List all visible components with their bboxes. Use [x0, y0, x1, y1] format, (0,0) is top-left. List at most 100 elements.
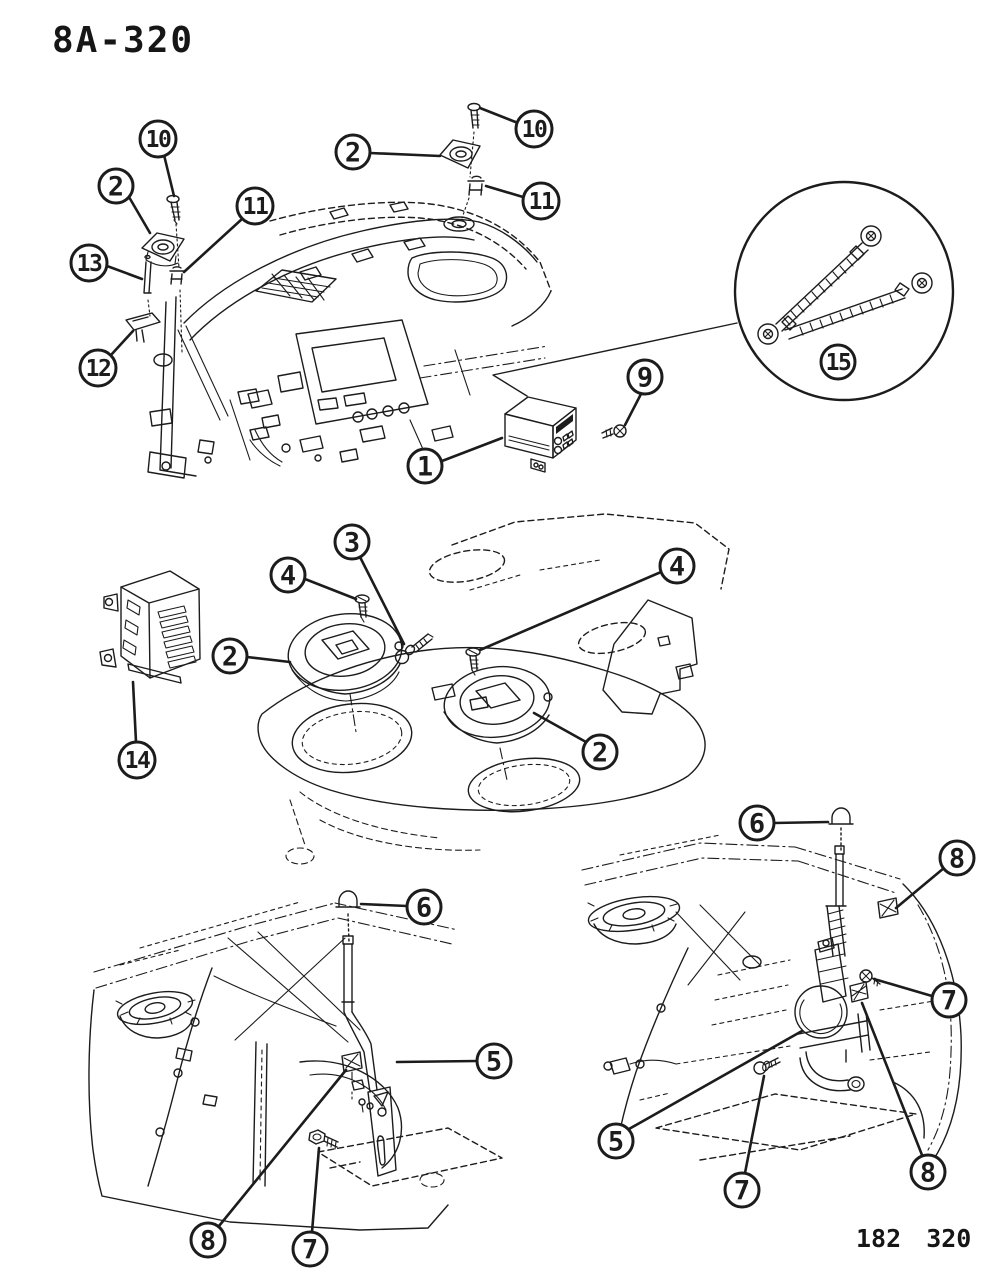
callout-bubble[interactable] — [334, 133, 372, 171]
callout-bubble[interactable] — [78, 348, 118, 388]
callout-bubble[interactable] — [738, 804, 776, 842]
callout-5[interactable]: 5 — [597, 1029, 804, 1160]
callout-15[interactable]: 15 — [819, 343, 857, 381]
rear-shelf-panel — [257, 646, 706, 811]
rear-shelf-drawing — [99, 513, 730, 865]
callout-bubble[interactable] — [291, 1230, 329, 1268]
callout-3[interactable]: 3 — [333, 523, 406, 646]
antenna-cable-connector — [603, 1045, 791, 1075]
antenna-cap — [828, 807, 854, 825]
callout-bubble[interactable] — [658, 547, 696, 585]
callout-5[interactable]: 5 — [395, 1042, 513, 1080]
antenna-cable-clip — [341, 1051, 363, 1081]
rear-speaker-left — [287, 612, 404, 702]
callout-10[interactable]: 10 — [138, 119, 178, 198]
callout-9[interactable]: 9 — [623, 358, 664, 427]
callout-bubble[interactable] — [521, 181, 561, 221]
callout-12[interactable]: 12 — [78, 329, 135, 388]
figure-code: 8A-320 — [52, 20, 195, 61]
callout-11[interactable]: 11 — [484, 181, 561, 221]
callout-4[interactable]: 4 — [269, 556, 358, 601]
callout-2[interactable]: 2 — [211, 637, 292, 675]
callout-bubble[interactable] — [475, 1042, 513, 1080]
callout-bubble[interactable] — [117, 740, 157, 780]
tweeter-speaker-center — [439, 139, 481, 169]
callout-8[interactable]: 8 — [189, 1068, 348, 1259]
callout-number: 9 — [637, 363, 653, 394]
callout-10[interactable]: 10 — [478, 106, 554, 149]
detail-view-leader — [492, 322, 738, 397]
callout-7[interactable]: 7 — [723, 1074, 766, 1209]
callout-2[interactable]: 2 — [532, 711, 619, 771]
bracket-screw — [308, 1129, 339, 1150]
callout-leader — [109, 329, 135, 357]
callout-bubble[interactable] — [333, 523, 371, 561]
callout-13[interactable]: 13 — [69, 243, 144, 283]
callout-bubble[interactable] — [138, 119, 178, 159]
callout-number: 5 — [608, 1127, 624, 1158]
callout-bubble[interactable] — [211, 637, 249, 675]
callout-bubble[interactable] — [269, 556, 307, 594]
callout-11[interactable]: 11 — [182, 186, 275, 274]
callout-leader — [359, 902, 409, 908]
cable-clip-lower — [849, 981, 869, 1003]
retainer-clip-center — [467, 175, 485, 196]
callout-leader — [627, 1029, 804, 1131]
callout-bubble[interactable] — [235, 186, 275, 226]
callout-leader — [105, 264, 144, 281]
callout-number: 8 — [949, 844, 965, 875]
callout-number: 7 — [302, 1235, 318, 1266]
callout-6[interactable]: 6 — [359, 888, 443, 926]
callout-leader — [395, 1059, 479, 1064]
callout-bubble[interactable] — [723, 1171, 761, 1209]
tweeter-speaker-left — [141, 232, 185, 267]
callout-leader — [303, 577, 358, 601]
callout-bubble[interactable] — [581, 733, 619, 771]
callout-number: 6 — [416, 893, 432, 924]
speaker-screw-right — [465, 647, 481, 676]
callout-bubble[interactable] — [97, 167, 135, 205]
callout-number: 7 — [734, 1176, 750, 1207]
callout-bubble[interactable] — [819, 343, 857, 381]
callout-bubble[interactable] — [69, 243, 109, 283]
callout-leader — [358, 555, 406, 646]
detail-view-circle — [733, 180, 955, 402]
callout-number: 10 — [522, 117, 547, 143]
radio-unit — [504, 396, 577, 473]
callout-1[interactable]: 1 — [406, 436, 504, 485]
antenna-base-bracket — [367, 1086, 397, 1177]
callout-2[interactable]: 2 — [334, 133, 442, 171]
callout-7[interactable]: 7 — [872, 977, 968, 1019]
callout-bubble[interactable] — [938, 839, 976, 877]
callout-leader — [217, 1068, 348, 1228]
callout-bubble[interactable] — [405, 888, 443, 926]
mounting-screw — [859, 969, 881, 987]
callout-8[interactable]: 8 — [860, 1001, 947, 1191]
callout-bubble[interactable] — [406, 447, 444, 485]
callout-bubble[interactable] — [514, 109, 554, 149]
callout-number: 3 — [344, 528, 360, 559]
callout-leader — [532, 711, 588, 744]
callout-bubble[interactable] — [189, 1221, 227, 1259]
callout-leader — [245, 655, 292, 664]
callout-bubble[interactable] — [909, 1153, 947, 1191]
mounting-screw-left — [166, 194, 181, 225]
antenna-cap — [335, 890, 361, 908]
callout-bubble[interactable] — [626, 358, 664, 396]
callout-8[interactable]: 8 — [894, 839, 976, 910]
callout-6[interactable]: 6 — [738, 804, 830, 842]
amplifier-module — [99, 570, 201, 684]
mounting-bracket — [125, 312, 161, 343]
callout-bubble[interactable] — [597, 1122, 635, 1160]
shelf-speaker-left-figure — [115, 990, 196, 1039]
callout-bubble[interactable] — [930, 981, 968, 1019]
callout-leader — [127, 195, 152, 235]
callout-number: 2 — [345, 138, 361, 169]
callout-14[interactable]: 14 — [117, 680, 157, 780]
locating-pin — [143, 254, 152, 294]
callout-number: 2 — [108, 172, 124, 203]
callout-4[interactable]: 4 — [478, 547, 696, 652]
callout-2[interactable]: 2 — [97, 167, 152, 235]
callout-7[interactable]: 7 — [291, 1146, 329, 1268]
callout-number: 8 — [920, 1158, 936, 1189]
